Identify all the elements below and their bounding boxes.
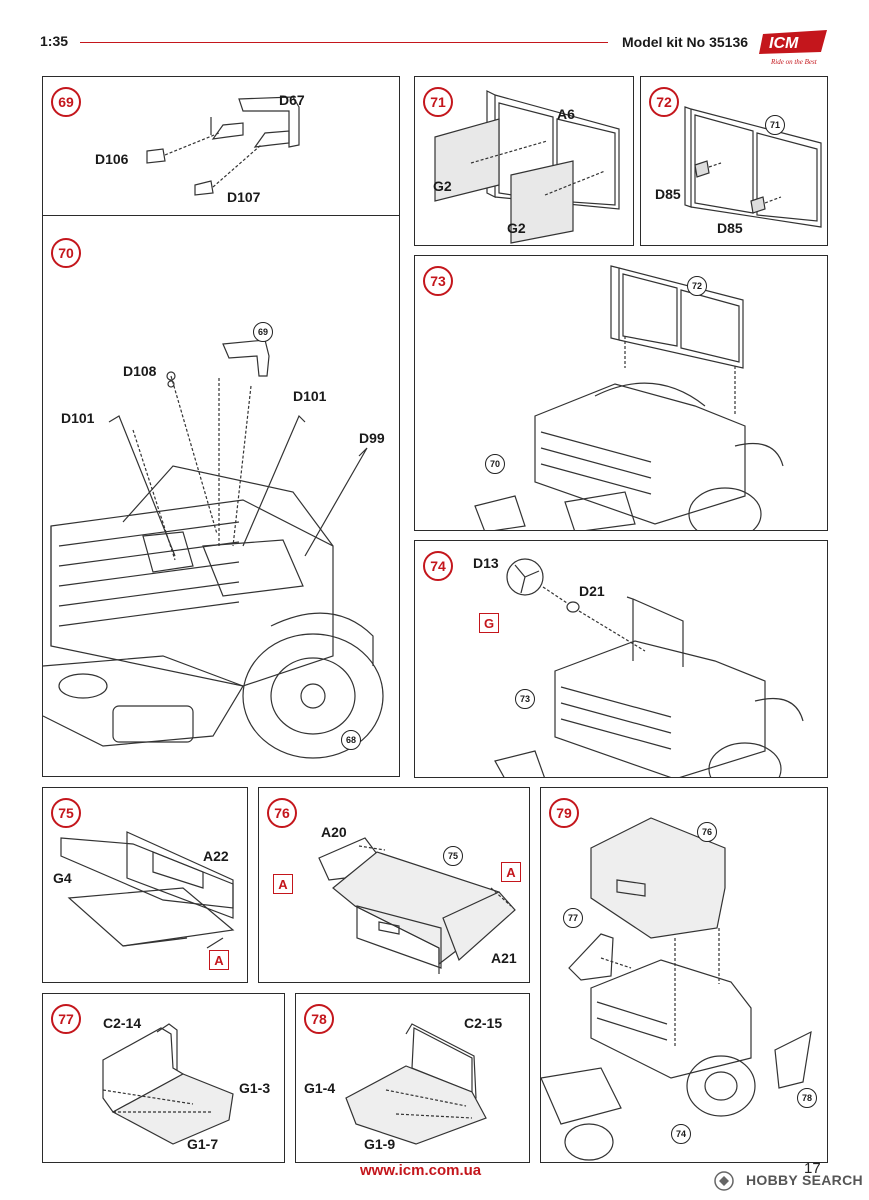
step-number: 79 xyxy=(549,798,579,828)
step-75-panel: 75 A22 G4 A xyxy=(42,787,248,983)
part-label-g1-4: G1-4 xyxy=(304,1080,336,1096)
part-label-a22: A22 xyxy=(203,848,229,864)
step-77-panel: 77 C2-14 G1-3 G1-7 xyxy=(42,993,285,1163)
ref-step-76: 76 xyxy=(697,822,717,842)
watermark-text: HOBBY SEARCH xyxy=(746,1172,863,1188)
ref-step-78: 78 xyxy=(797,1088,817,1108)
part-label-a6: A6 xyxy=(557,106,575,122)
page-number: 17 xyxy=(804,1160,821,1177)
part-label-g1-7: G1-7 xyxy=(187,1136,219,1152)
part-label-a20: A20 xyxy=(321,824,347,840)
step-75-drawing xyxy=(60,831,235,949)
header-rule xyxy=(80,42,608,43)
part-label-c2-15: C2-15 xyxy=(464,1015,503,1031)
step-74-panel: 74 D13 D21 G 73 xyxy=(414,540,828,778)
kit-number: Model kit No 35136 xyxy=(622,34,749,50)
part-label-d108: D108 xyxy=(123,363,157,379)
hobby-search-watermark xyxy=(714,1171,734,1191)
part-label-a21: A21 xyxy=(491,950,517,966)
part-label-d106: D106 xyxy=(95,151,129,167)
paint-code-g: G xyxy=(479,613,499,633)
step-78-panel: 78 C2-15 G1-4 G1-9 xyxy=(295,993,530,1163)
step-number: 74 xyxy=(423,551,453,581)
step-71-drawing xyxy=(434,90,620,244)
step-76-panel: 76 A20 75 A A A21 xyxy=(258,787,530,983)
step-number: 77 xyxy=(51,1004,81,1034)
part-label-g4: G4 xyxy=(53,870,72,886)
step-70-panel: 70 69 D108 D101 D101 D99 68 xyxy=(42,215,400,777)
paint-code-a-left: A xyxy=(273,874,293,894)
scale-label: 1:35 xyxy=(40,33,69,49)
ref-step-72: 72 xyxy=(687,276,707,296)
step-70-drawing xyxy=(43,339,384,759)
part-label-d101-right: D101 xyxy=(293,388,327,404)
ref-step-75: 75 xyxy=(443,846,463,866)
part-label-g1-3: G1-3 xyxy=(239,1080,271,1096)
step-73-drawing xyxy=(474,265,784,530)
ref-step-68: 68 xyxy=(341,730,361,750)
svg-text:ICM: ICM xyxy=(769,35,799,52)
part-label-c2-14: C2-14 xyxy=(103,1015,142,1031)
svg-text:Ride on the Best: Ride on the Best xyxy=(770,58,818,66)
part-label-g2-left: G2 xyxy=(433,178,452,194)
part-label-d99: D99 xyxy=(359,430,385,446)
step-73-panel: 73 72 70 xyxy=(414,255,828,531)
step-72-panel: 72 71 D85 D85 xyxy=(640,76,828,246)
step-number: 70 xyxy=(51,238,81,268)
part-label-g1-9: G1-9 xyxy=(364,1136,396,1152)
part-label-d85-bottom: D85 xyxy=(717,220,743,236)
step-74-drawing xyxy=(494,558,804,777)
part-label-d85-left: D85 xyxy=(655,186,681,202)
step-76-drawing xyxy=(318,837,516,974)
step-69-panel: 69 D67 D106 D107 xyxy=(42,76,400,216)
step-79-panel: 79 76 77 78 74 xyxy=(540,787,828,1163)
step-number: 69 xyxy=(51,87,81,117)
part-label-d101-left: D101 xyxy=(61,410,95,426)
step-77-drawing xyxy=(102,1023,234,1145)
part-label-d67: D67 xyxy=(279,92,305,108)
ref-step-73: 73 xyxy=(515,689,535,709)
ref-step-69: 69 xyxy=(253,322,273,342)
step-79-drawing xyxy=(541,817,812,1161)
paint-code-a: A xyxy=(209,950,229,970)
step-number: 72 xyxy=(649,87,679,117)
step-69-drawing xyxy=(146,96,300,196)
paint-code-a-right: A xyxy=(501,862,521,882)
icm-logo: ICM Ride on the Best xyxy=(759,30,827,66)
part-label-d21: D21 xyxy=(579,583,605,599)
step-number: 71 xyxy=(423,87,453,117)
step-number: 73 xyxy=(423,266,453,296)
step-number: 76 xyxy=(267,798,297,828)
part-label-d107: D107 xyxy=(227,189,261,205)
step-number: 75 xyxy=(51,798,81,828)
part-label-d13: D13 xyxy=(473,555,499,571)
step-71-panel: 71 A6 G2 G2 xyxy=(414,76,634,246)
ref-step-71: 71 xyxy=(765,115,785,135)
ref-step-70: 70 xyxy=(485,454,505,474)
part-label-g2-bottom: G2 xyxy=(507,220,526,236)
step-72-drawing xyxy=(684,106,822,228)
step-number: 78 xyxy=(304,1004,334,1034)
step-78-drawing xyxy=(345,1023,487,1145)
ref-step-77: 77 xyxy=(563,908,583,928)
footer-url: www.icm.com.ua xyxy=(360,1162,482,1179)
ref-step-74: 74 xyxy=(671,1124,691,1144)
